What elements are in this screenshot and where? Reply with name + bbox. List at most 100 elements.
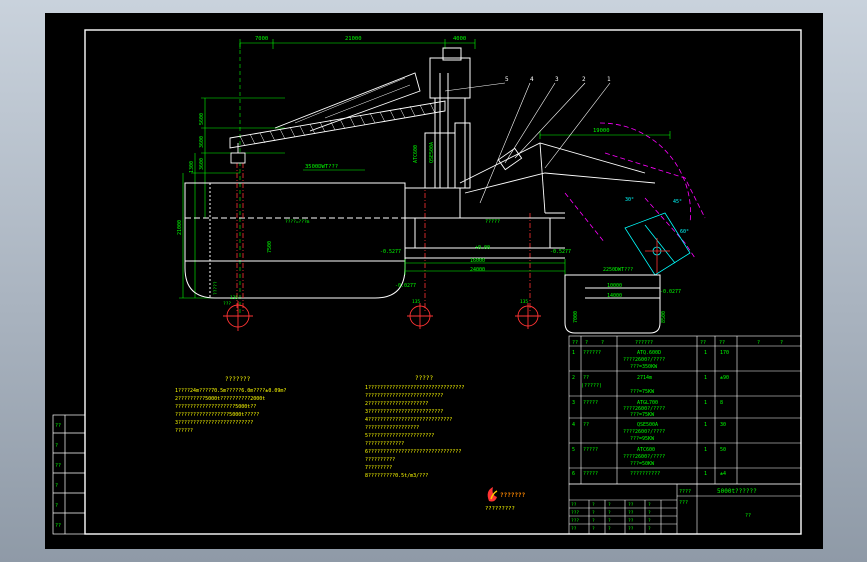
parts-row-qty: 1	[704, 400, 707, 406]
level-neg-3: -0.0277	[395, 283, 416, 289]
swing-arc	[564, 122, 706, 259]
level-neg-4: -0.0277	[660, 289, 681, 295]
parts-row-name: ??????	[583, 350, 601, 356]
notes-right-line: ??????????	[365, 457, 395, 463]
parts-header: ?	[585, 340, 588, 346]
small-barge-dim-4: 8500	[661, 311, 667, 323]
notes-left-line: 1????24m????70.5m?????6.0m????±0.09m?	[175, 388, 286, 394]
title-block	[568, 483, 802, 535]
parts-header: ??	[700, 340, 706, 346]
notes-left-line: 3?????????????????????????	[175, 420, 253, 426]
company-logo: ??????? ?????????	[485, 487, 526, 512]
parts-header: ?	[757, 340, 760, 346]
parts-row-spec: (?????)	[581, 383, 602, 389]
cad-drawing: ?? ? ?? ? ? ?? 7000 21000 4000	[52, 29, 802, 535]
notes-right-title: ?????	[415, 375, 433, 382]
parts-row-power: ???=95KW	[630, 436, 655, 442]
cad-viewport[interactable]: ?? ? ?? ? ? ?? 7000 21000 4000	[45, 13, 823, 549]
dim-21000: 21000	[345, 36, 362, 42]
notes-right-line: ?????????????	[365, 441, 404, 447]
parts-row-qty: 1	[704, 350, 707, 356]
small-barge-dim-1: 10000	[607, 283, 622, 289]
logo-text-top: ???????	[500, 492, 526, 499]
parts-header: ?	[780, 340, 783, 346]
parts-row-power: ???=50KW	[630, 461, 655, 467]
title-row-cell: ?	[592, 526, 595, 532]
mid-dim-label: ?????	[485, 219, 500, 225]
parts-row-spec: ????2600?/????	[623, 454, 665, 460]
notes-right-line: ??????????????????	[365, 425, 419, 431]
atc-label: ATC600	[413, 145, 419, 163]
title-row-cell: ??	[571, 502, 577, 508]
level-neg-1: -0.5277	[380, 249, 401, 255]
title-row-cell: ??	[628, 526, 634, 532]
notes-right-line: 4????????????????????????????	[365, 417, 452, 423]
parts-row-no: 4	[572, 422, 575, 428]
notes-right-line: 6???????????????????????????????	[365, 449, 461, 455]
title-row-cell: ??	[628, 510, 634, 516]
level-neg-2: -0.5277	[550, 249, 571, 255]
parts-row-power: ???=75KW	[630, 412, 655, 418]
dim-left-7: 7500	[267, 241, 273, 253]
title-row-cell: ???	[571, 510, 579, 516]
parts-row-power: ???=350KW	[630, 364, 658, 370]
ship-top-label: 3500DWT???	[305, 164, 338, 170]
dim-7000: 7000	[255, 36, 268, 42]
outer-frame	[84, 29, 802, 535]
parts-row-spec: ????2600?/????	[623, 406, 665, 412]
part-label-1: 1	[607, 76, 611, 83]
small-barge-dim-2: 14000	[607, 293, 622, 299]
waterline-label: ????=???m	[285, 219, 310, 225]
parts-row-no: 1	[572, 350, 575, 356]
small-barge	[564, 274, 661, 334]
notes-right-line: 3?????????????????????????	[365, 409, 443, 415]
qse-label: QSE500A	[429, 142, 435, 163]
dim-left-3: 3600	[199, 158, 205, 170]
title-row-cell: ??	[628, 502, 634, 508]
lattice-boom	[229, 72, 446, 149]
parts-row-power: ???=75KW	[630, 389, 655, 395]
project-title: 5000t??????	[717, 488, 757, 495]
notes-right-line: 2????????????????????	[365, 401, 428, 407]
pier-structure	[404, 73, 565, 259]
grab-bucket	[230, 143, 246, 164]
parts-row-name: ??	[583, 375, 589, 381]
small-ship-top-label: 2250DWT???	[603, 267, 633, 273]
angle-45: 45°	[673, 199, 682, 205]
dim-135-c: 135	[520, 299, 528, 305]
logo-text-bottom: ?????????	[485, 506, 515, 512]
dim-left-2: 3600	[199, 136, 205, 148]
notes-left-line: ??????	[175, 428, 193, 434]
part-label-2: 2	[582, 76, 586, 83]
dim-left-4: 1300	[189, 161, 195, 173]
parts-header: ??????	[635, 340, 653, 346]
title-row-cell: ?	[648, 518, 651, 524]
parts-row-qty: 1	[704, 447, 707, 453]
dim-19000: 19000	[593, 128, 610, 134]
parts-row-name: ??	[583, 422, 589, 428]
angle-30: 30°	[625, 197, 634, 203]
hull-side-label: ?????	[213, 281, 219, 295]
revision-cell: ??	[55, 423, 61, 429]
sheet-label: ??	[745, 513, 751, 519]
parts-row-model: ATQ.600D	[637, 350, 661, 356]
notes-left-title: ???????	[225, 376, 251, 383]
parts-row-wt: ±4	[720, 471, 726, 477]
title-row-cell: ?	[608, 502, 611, 508]
title-label-b: ???	[679, 500, 688, 506]
parts-row-model: ATGL700	[637, 400, 658, 406]
notes-right-line: 7????????	[365, 465, 392, 471]
title-row-cell: ?	[648, 502, 651, 508]
parts-row-model: ??????????	[630, 471, 660, 477]
title-row-cell: ???	[571, 518, 579, 524]
title-row-cell: ?	[648, 526, 651, 532]
notes-left-line: ????????????????????5000t??	[175, 404, 256, 410]
dim-16000: 16000	[470, 258, 485, 264]
parts-row-wt: 50	[720, 447, 726, 453]
parts-row-wt: 8	[720, 400, 723, 406]
dim-135-a: 135	[230, 295, 238, 301]
parts-row-model: QSE500A	[637, 422, 658, 428]
part-leaders	[444, 82, 611, 204]
revision-strip	[52, 414, 86, 535]
title-row-cell: ?	[592, 510, 595, 516]
